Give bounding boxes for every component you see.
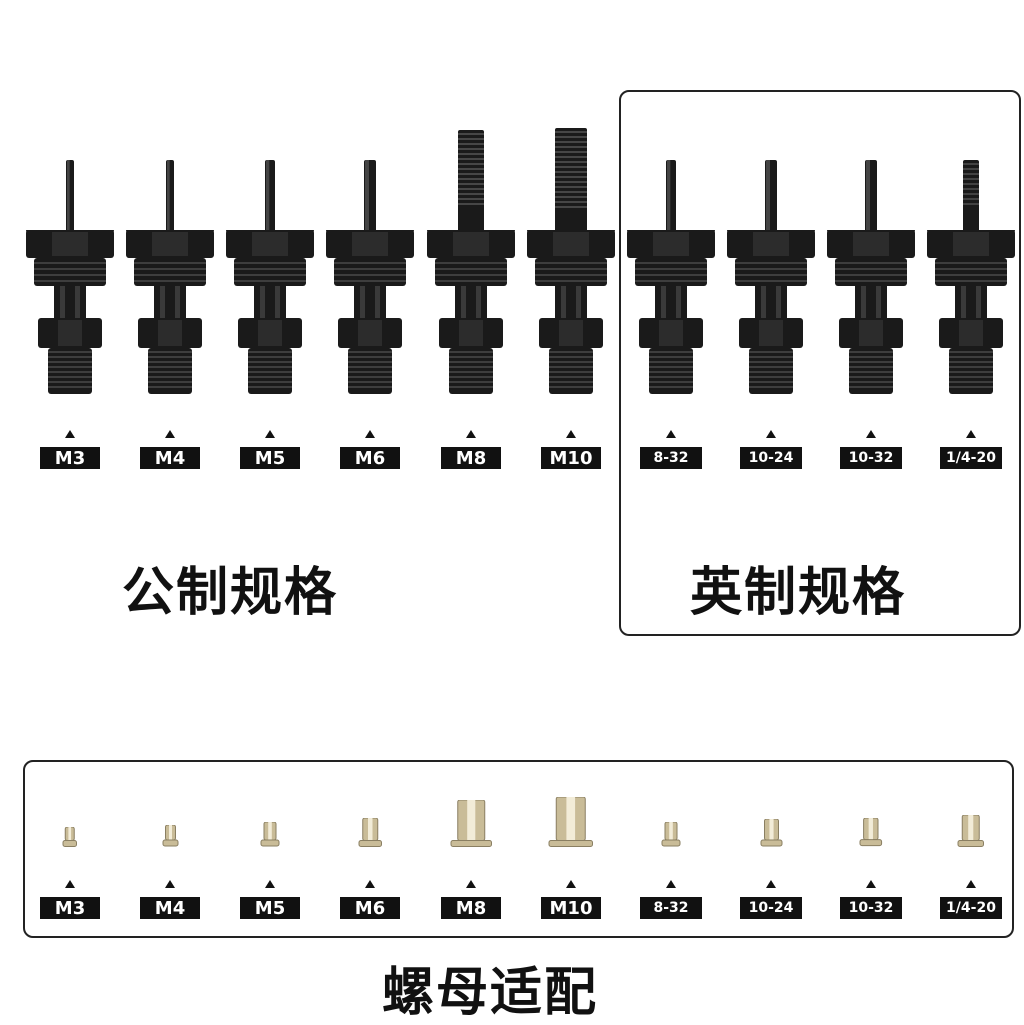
rivet-nut-image xyxy=(449,799,494,849)
pointer-marker xyxy=(566,880,576,888)
pointer-marker xyxy=(666,430,676,438)
pointer-marker xyxy=(65,430,75,438)
size-label-nut: 10-24 xyxy=(740,897,802,919)
rivet-nut-image xyxy=(660,822,682,848)
rivet-nut-mandrel-image xyxy=(220,120,320,400)
size-label-nut: 8-32 xyxy=(640,897,702,919)
size-label-nut: M10 xyxy=(541,897,601,919)
size-label-nut: M3 xyxy=(40,897,100,919)
size-label-imperial: 8-32 xyxy=(640,447,702,469)
rivet-nut-mandrel-image xyxy=(421,120,521,400)
size-label-nut: M8 xyxy=(441,897,501,919)
rivet-nut-image xyxy=(161,825,180,848)
size-label-nut: M4 xyxy=(140,897,200,919)
size-label-metric: M10 xyxy=(541,447,601,469)
pointer-marker xyxy=(666,880,676,888)
pointer-marker xyxy=(466,430,476,438)
rivet-nut-image xyxy=(759,819,784,848)
pointer-marker xyxy=(265,430,275,438)
rivet-nut-mandrel-image xyxy=(621,120,721,400)
nut-group-title: 螺母适配 xyxy=(382,963,599,1023)
pointer-marker xyxy=(966,430,976,438)
pointer-marker xyxy=(365,430,375,438)
rivet-nut-image xyxy=(858,818,884,848)
pointer-marker xyxy=(566,430,576,438)
pointer-marker xyxy=(65,880,75,888)
pointer-marker xyxy=(265,880,275,888)
rivet-nut-image xyxy=(547,796,595,849)
rivet-nut-image xyxy=(61,826,79,849)
pointer-marker xyxy=(365,880,375,888)
size-label-metric: M6 xyxy=(340,447,400,469)
pointer-marker xyxy=(766,430,776,438)
size-label-imperial: 10-32 xyxy=(840,447,902,469)
pointer-marker xyxy=(866,880,876,888)
rivet-nut-image xyxy=(357,817,384,849)
pointer-marker xyxy=(165,430,175,438)
pointer-marker xyxy=(165,880,175,888)
nut-group-frame xyxy=(23,760,1014,938)
size-label-metric: M5 xyxy=(240,447,300,469)
pointer-marker xyxy=(866,430,876,438)
imperial-group-title: 英制规格 xyxy=(690,563,907,623)
pointer-marker xyxy=(966,880,976,888)
size-label-metric: M4 xyxy=(140,447,200,469)
size-label-metric: M3 xyxy=(40,447,100,469)
rivet-nut-mandrel-image xyxy=(721,120,821,400)
size-label-metric: M8 xyxy=(441,447,501,469)
rivet-nut-mandrel-image xyxy=(921,120,1021,400)
size-label-nut: 1/4-20 xyxy=(940,897,1002,919)
size-label-nut: 10-32 xyxy=(840,897,902,919)
size-label-imperial: 1/4-20 xyxy=(940,447,1002,469)
pointer-marker xyxy=(466,880,476,888)
rivet-nut-mandrel-image xyxy=(521,120,621,400)
size-label-nut: M5 xyxy=(240,897,300,919)
rivet-nut-image xyxy=(259,822,281,848)
size-label-nut: M6 xyxy=(340,897,400,919)
size-label-imperial: 10-24 xyxy=(740,447,802,469)
rivet-nut-mandrel-image xyxy=(120,120,220,400)
rivet-nut-mandrel-image xyxy=(821,120,921,400)
pointer-marker xyxy=(766,880,776,888)
rivet-nut-image xyxy=(956,814,986,849)
rivet-nut-mandrel-image xyxy=(20,120,120,400)
metric-group-title: 公制规格 xyxy=(122,563,339,623)
rivet-nut-mandrel-image xyxy=(320,120,420,400)
imperial-group-frame xyxy=(619,90,1021,636)
